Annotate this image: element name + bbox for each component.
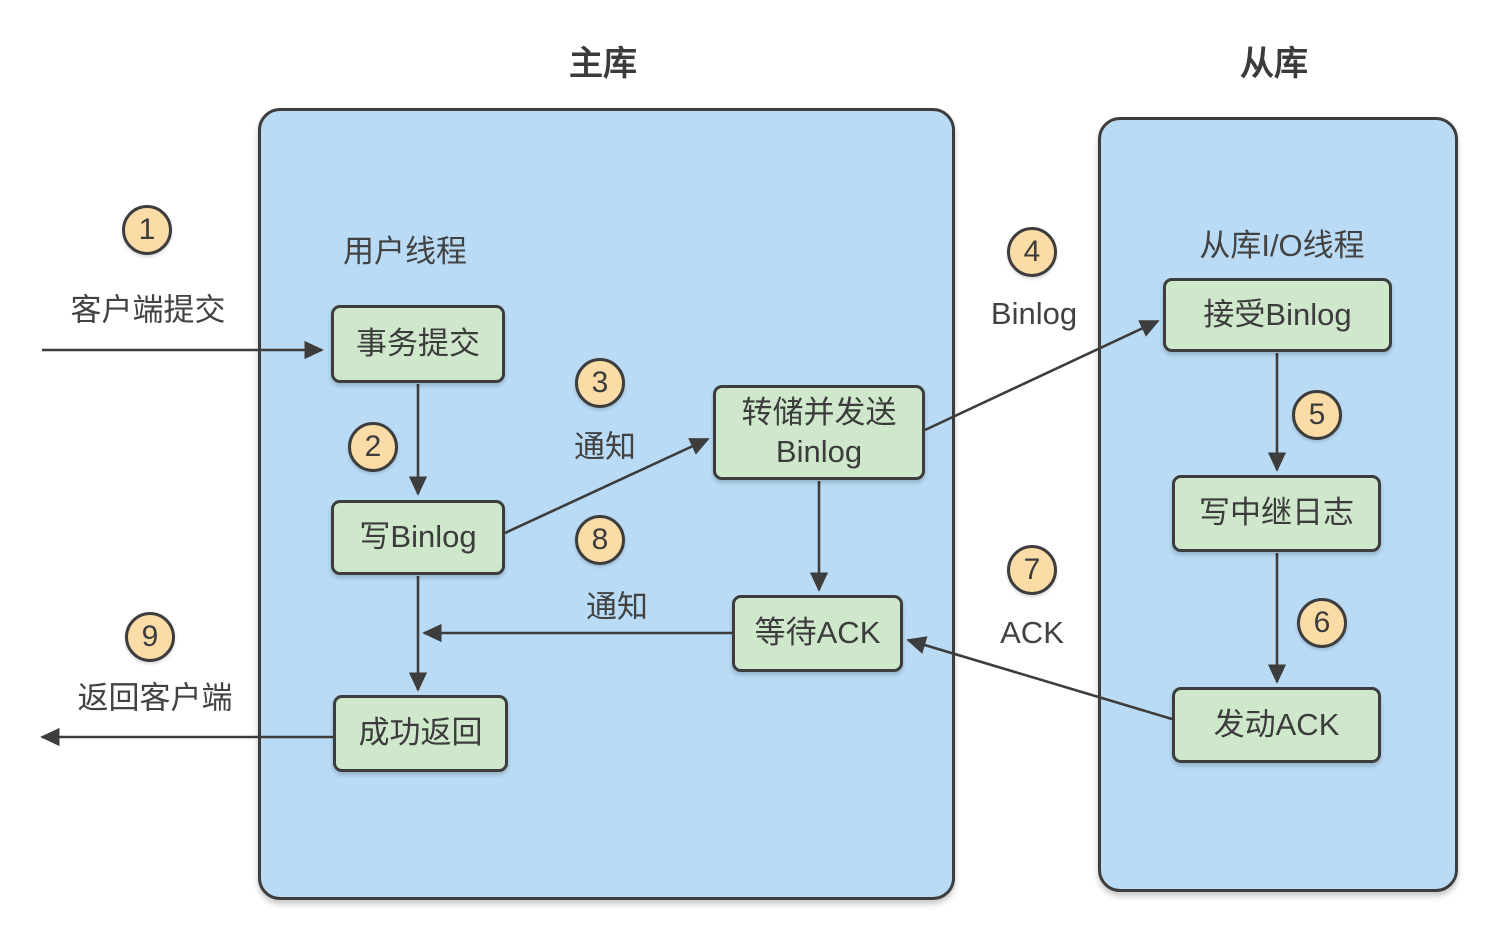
node-write-relay-log: 写中继日志 bbox=[1172, 475, 1381, 552]
node-success-return-label: 成功返回 bbox=[358, 715, 483, 751]
step-circle-5: 5 bbox=[1292, 390, 1342, 440]
step-label-return-client: 返回客户端 bbox=[77, 680, 233, 716]
step-label-notify-3: 通知 bbox=[574, 429, 636, 465]
master-title: 主库 bbox=[569, 45, 637, 83]
step-label-binlog-4: Binlog bbox=[990, 296, 1078, 331]
node-wait-ack-label: 等待ACK bbox=[754, 615, 881, 651]
node-send-ack: 发动ACK bbox=[1172, 687, 1381, 763]
slave-thread-label: 从库I/O线程 bbox=[1199, 228, 1365, 263]
step-circle-8: 8 bbox=[575, 515, 625, 565]
node-receive-binlog-label: 接受Binlog bbox=[1203, 296, 1352, 332]
node-receive-binlog: 接受Binlog bbox=[1163, 278, 1392, 352]
step-label-ack-7: ACK bbox=[1000, 615, 1064, 650]
step-circle-4: 4 bbox=[1007, 227, 1057, 277]
node-wait-ack: 等待ACK bbox=[732, 595, 903, 672]
step-label-client-commit: 客户端提交 bbox=[70, 292, 226, 328]
node-transaction-commit: 事务提交 bbox=[331, 305, 505, 383]
step-circle-9: 9 bbox=[125, 612, 175, 662]
node-write-relay-log-label: 写中继日志 bbox=[1199, 495, 1354, 531]
step-label-notify-8: 通知 bbox=[586, 589, 648, 625]
node-send-ack-label: 发动ACK bbox=[1213, 706, 1340, 742]
slave-title: 从库 bbox=[1240, 45, 1308, 83]
step-circle-7: 7 bbox=[1007, 545, 1057, 595]
master-thread-label: 用户线程 bbox=[343, 234, 467, 269]
node-write-binlog-label: 写Binlog bbox=[359, 519, 477, 555]
step-circle-6: 6 bbox=[1297, 598, 1347, 648]
node-write-binlog: 写Binlog bbox=[331, 500, 505, 575]
node-dump-send-binlog-label-line2: Binlog bbox=[775, 433, 863, 469]
node-dump-send-binlog-label-line1: 转储并发送 bbox=[741, 394, 897, 430]
node-success-return: 成功返回 bbox=[333, 695, 508, 772]
step-circle-1: 1 bbox=[122, 205, 172, 255]
node-dump-send-binlog: 转储并发送 Binlog bbox=[713, 385, 925, 480]
step-circle-2: 2 bbox=[348, 422, 398, 472]
step-circle-3: 3 bbox=[575, 358, 625, 408]
node-transaction-commit-label: 事务提交 bbox=[356, 325, 480, 361]
